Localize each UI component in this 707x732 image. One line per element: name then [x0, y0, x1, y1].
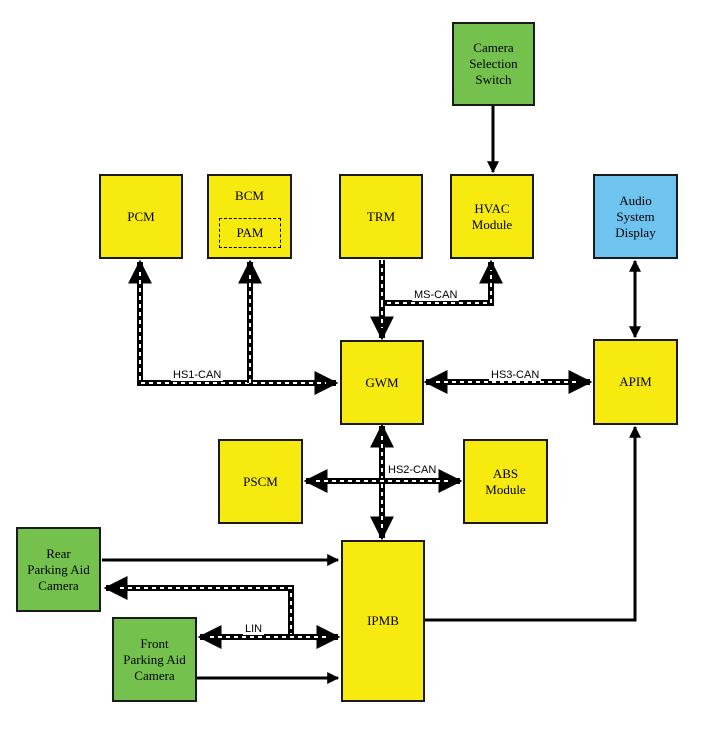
front-parking-aid-camera-label: Front Parking Aid Camera [123, 635, 186, 683]
apim-label: APIM [619, 374, 652, 389]
gwm-box: GWM [340, 340, 424, 425]
gwm-label: GWM [365, 374, 399, 390]
camera-selection-switch-label: Camera Selection Switch [469, 40, 518, 87]
lin-label: LIN [243, 623, 265, 635]
bcm-label: BCM [235, 188, 264, 203]
audio-system-display-label: Audio System Display [615, 192, 656, 240]
lin-bus [103, 576, 341, 649]
rear-parking-aid-camera-label: Rear Parking Aid Camera [27, 545, 90, 593]
ms-can-label: MS-CAN [412, 289, 460, 301]
trm-box: TRM [339, 174, 423, 259]
hs1-can-bus [128, 259, 339, 395]
hvac-module-box: HVAC Module [450, 174, 534, 259]
front-parking-aid-camera-box: Front Parking Aid Camera [112, 617, 197, 702]
pscm-box: PSCM [218, 439, 303, 524]
pscm-label: PSCM [243, 473, 278, 489]
rear-parking-aid-camera-box: Rear Parking Aid Camera [16, 527, 101, 612]
ipmb-label: IPMB [367, 613, 399, 628]
hs2-can-label: HS2-CAN [386, 464, 439, 476]
audio-system-display-box: Audio System Display [593, 174, 678, 259]
trm-label: TRM [366, 208, 396, 224]
pcm-box: PCM [99, 174, 183, 259]
pcm-label: PCM [127, 208, 155, 224]
hvac-module-label: HVAC Module [471, 200, 513, 232]
ipmb-apim-link [424, 425, 641, 622]
ipmb-box: IPMB [341, 540, 425, 702]
hs1-can-label: HS1-CAN [171, 369, 224, 381]
pam-label: PAM [236, 225, 264, 240]
hs3-can-label: HS3-CAN [489, 369, 542, 381]
ms-can-bus [370, 259, 503, 341]
pam-subsystem: PAM [219, 218, 281, 248]
abs-module-box: ABS Module [463, 439, 548, 524]
apim-box: APIM [593, 339, 678, 425]
abs-module-label: ABS Module [485, 465, 526, 497]
hs2-can-bus [303, 423, 463, 541]
bcm-box: BCM PAM [207, 174, 292, 259]
camera-selection-switch-box: Camera Selection Switch [452, 22, 535, 106]
